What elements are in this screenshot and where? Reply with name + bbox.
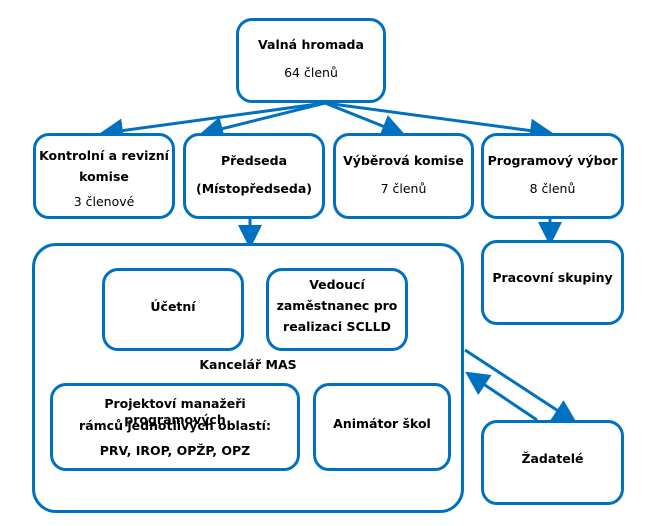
node-title: Animátor škol [333, 416, 431, 431]
node-line1: Projektoví manažeři programových [104, 396, 246, 427]
node-title: Valná hromada [258, 37, 364, 52]
arrow-office-to-applicants [464, 348, 578, 424]
node-title: Žadatelé [521, 451, 584, 466]
node-line3: realizaci SCLLD [283, 319, 391, 334]
arrow-applicants-to-office [465, 371, 538, 422]
node-program-committee: Programový výbor 8 členů [481, 133, 624, 219]
office-title: Kancelář MAS [199, 357, 297, 372]
node-applicants: Žadatelé [481, 420, 624, 505]
node-line2: zaměstnanec pro [276, 298, 398, 313]
node-title-line2: komise [79, 169, 129, 184]
node-control-committee: Kontrolní a revizní komise 3 členové [33, 133, 175, 219]
node-subtitle: 64 členů [284, 65, 338, 80]
node-project-managers: Projektoví manažeři programových rámců j… [50, 383, 300, 471]
node-chairman: Předseda (Místopředseda) [183, 133, 325, 219]
node-title-line1: Kontrolní a revizní [39, 148, 169, 163]
node-lead-employee: Vedoucí zaměstnanec pro realizaci SCLLD [266, 268, 408, 351]
node-title: Výběrová komise [343, 153, 464, 168]
node-title: Programový výbor [487, 153, 618, 168]
node-accountant: Účetní [102, 268, 244, 351]
node-line3: PRV, IROP, OPŽP, OPZ [99, 443, 251, 458]
arrow-to-program-committee [324, 101, 554, 143]
node-title: Účetní [150, 299, 196, 314]
node-subtitle: 3 členové [73, 194, 135, 209]
node-subtitle: 8 členů [529, 181, 576, 196]
node-subtitle: 7 členů [380, 181, 427, 196]
node-general-assembly: Valná hromada 64 členů [236, 18, 386, 103]
node-line1: Vedoucí [309, 277, 365, 292]
node-subtitle: (Místopředseda) [196, 181, 312, 196]
node-title: Pracovní skupiny [492, 270, 613, 285]
arrow-to-selection-committee [324, 101, 406, 138]
node-working-groups: Pracovní skupiny [481, 240, 624, 325]
arrow-to-control-committee [99, 101, 326, 143]
node-school-animator: Animátor škol [313, 383, 451, 471]
node-selection-committee: Výběrová komise 7 členů [333, 133, 474, 219]
node-line2: rámců jednotlivých oblastí: [79, 418, 271, 433]
arrow-to-chairman [199, 101, 326, 141]
node-title: Předseda [220, 153, 288, 168]
